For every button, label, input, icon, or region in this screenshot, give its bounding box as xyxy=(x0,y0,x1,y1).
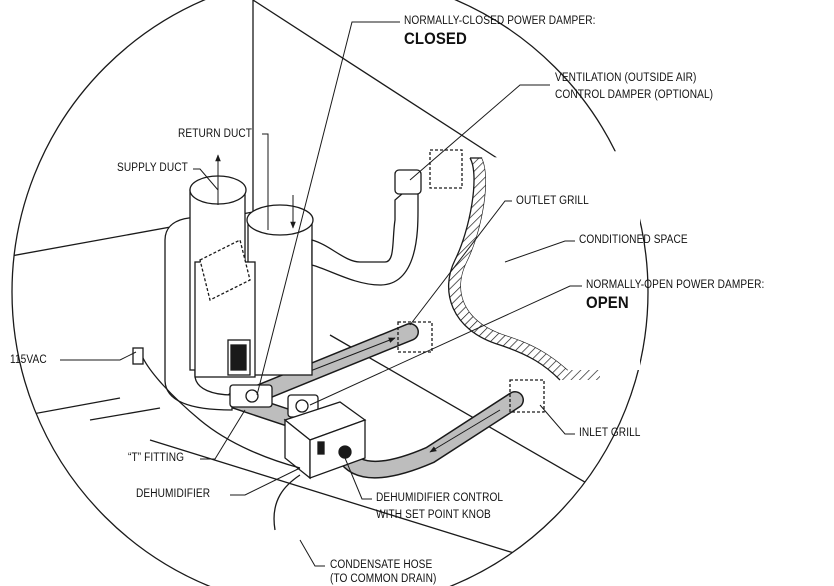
dehumidifier-unit xyxy=(283,401,367,480)
return-duct-label: RETURN DUCT xyxy=(178,128,253,140)
no-damper-state: OPEN xyxy=(586,293,629,312)
ventilation-damper-label-1: VENTILATION (OUTSIDE AIR) xyxy=(555,72,697,84)
ventilation-damper-label-2: CONTROL DAMPER (OPTIONAL) xyxy=(555,89,714,101)
condensate-hose-label-2: (TO COMMON DRAIN) xyxy=(330,573,437,585)
ventilation-damper xyxy=(394,149,463,195)
supply-duct-label: SUPPLY DUCT xyxy=(117,162,188,174)
view-circle xyxy=(11,0,649,586)
power-outlet-icon xyxy=(132,347,144,365)
no-damper-label: NORMALLY-OPEN POWER DAMPER: xyxy=(586,279,765,291)
control-label-2: WITH SET POINT KNOB xyxy=(376,509,491,521)
control-label-1: DEHUMIDIFIER CONTROL xyxy=(376,492,504,504)
conditioned-space-label: CONDITIONED SPACE xyxy=(579,234,688,246)
leader-lines xyxy=(60,21,582,567)
dehumidifier-label: DEHUMIDIFIER xyxy=(136,488,211,500)
outlet-grill-icon xyxy=(397,321,433,353)
inlet-grill-icon xyxy=(509,379,545,413)
inlet-grill-label: INLET GRILL xyxy=(579,427,641,439)
nc-damper-label: NORMALLY-CLOSED POWER DAMPER: xyxy=(404,15,596,27)
power-cord xyxy=(142,357,301,469)
room-corner-lines xyxy=(12,0,648,586)
air-handler xyxy=(194,239,256,378)
outlet-grill-label: OUTLET GRILL xyxy=(516,195,589,207)
nc-damper-state: CLOSED xyxy=(404,29,467,48)
no-damper-icon xyxy=(295,399,309,413)
return-duct xyxy=(246,178,419,376)
t-fitting-label: “T” FITTING xyxy=(128,452,185,464)
condensate-hose-label-1: CONDENSATE HOSE xyxy=(330,559,433,571)
power-label: 115VAC xyxy=(10,354,47,366)
condensate-hose xyxy=(273,474,301,531)
nc-damper-icon xyxy=(245,389,259,403)
